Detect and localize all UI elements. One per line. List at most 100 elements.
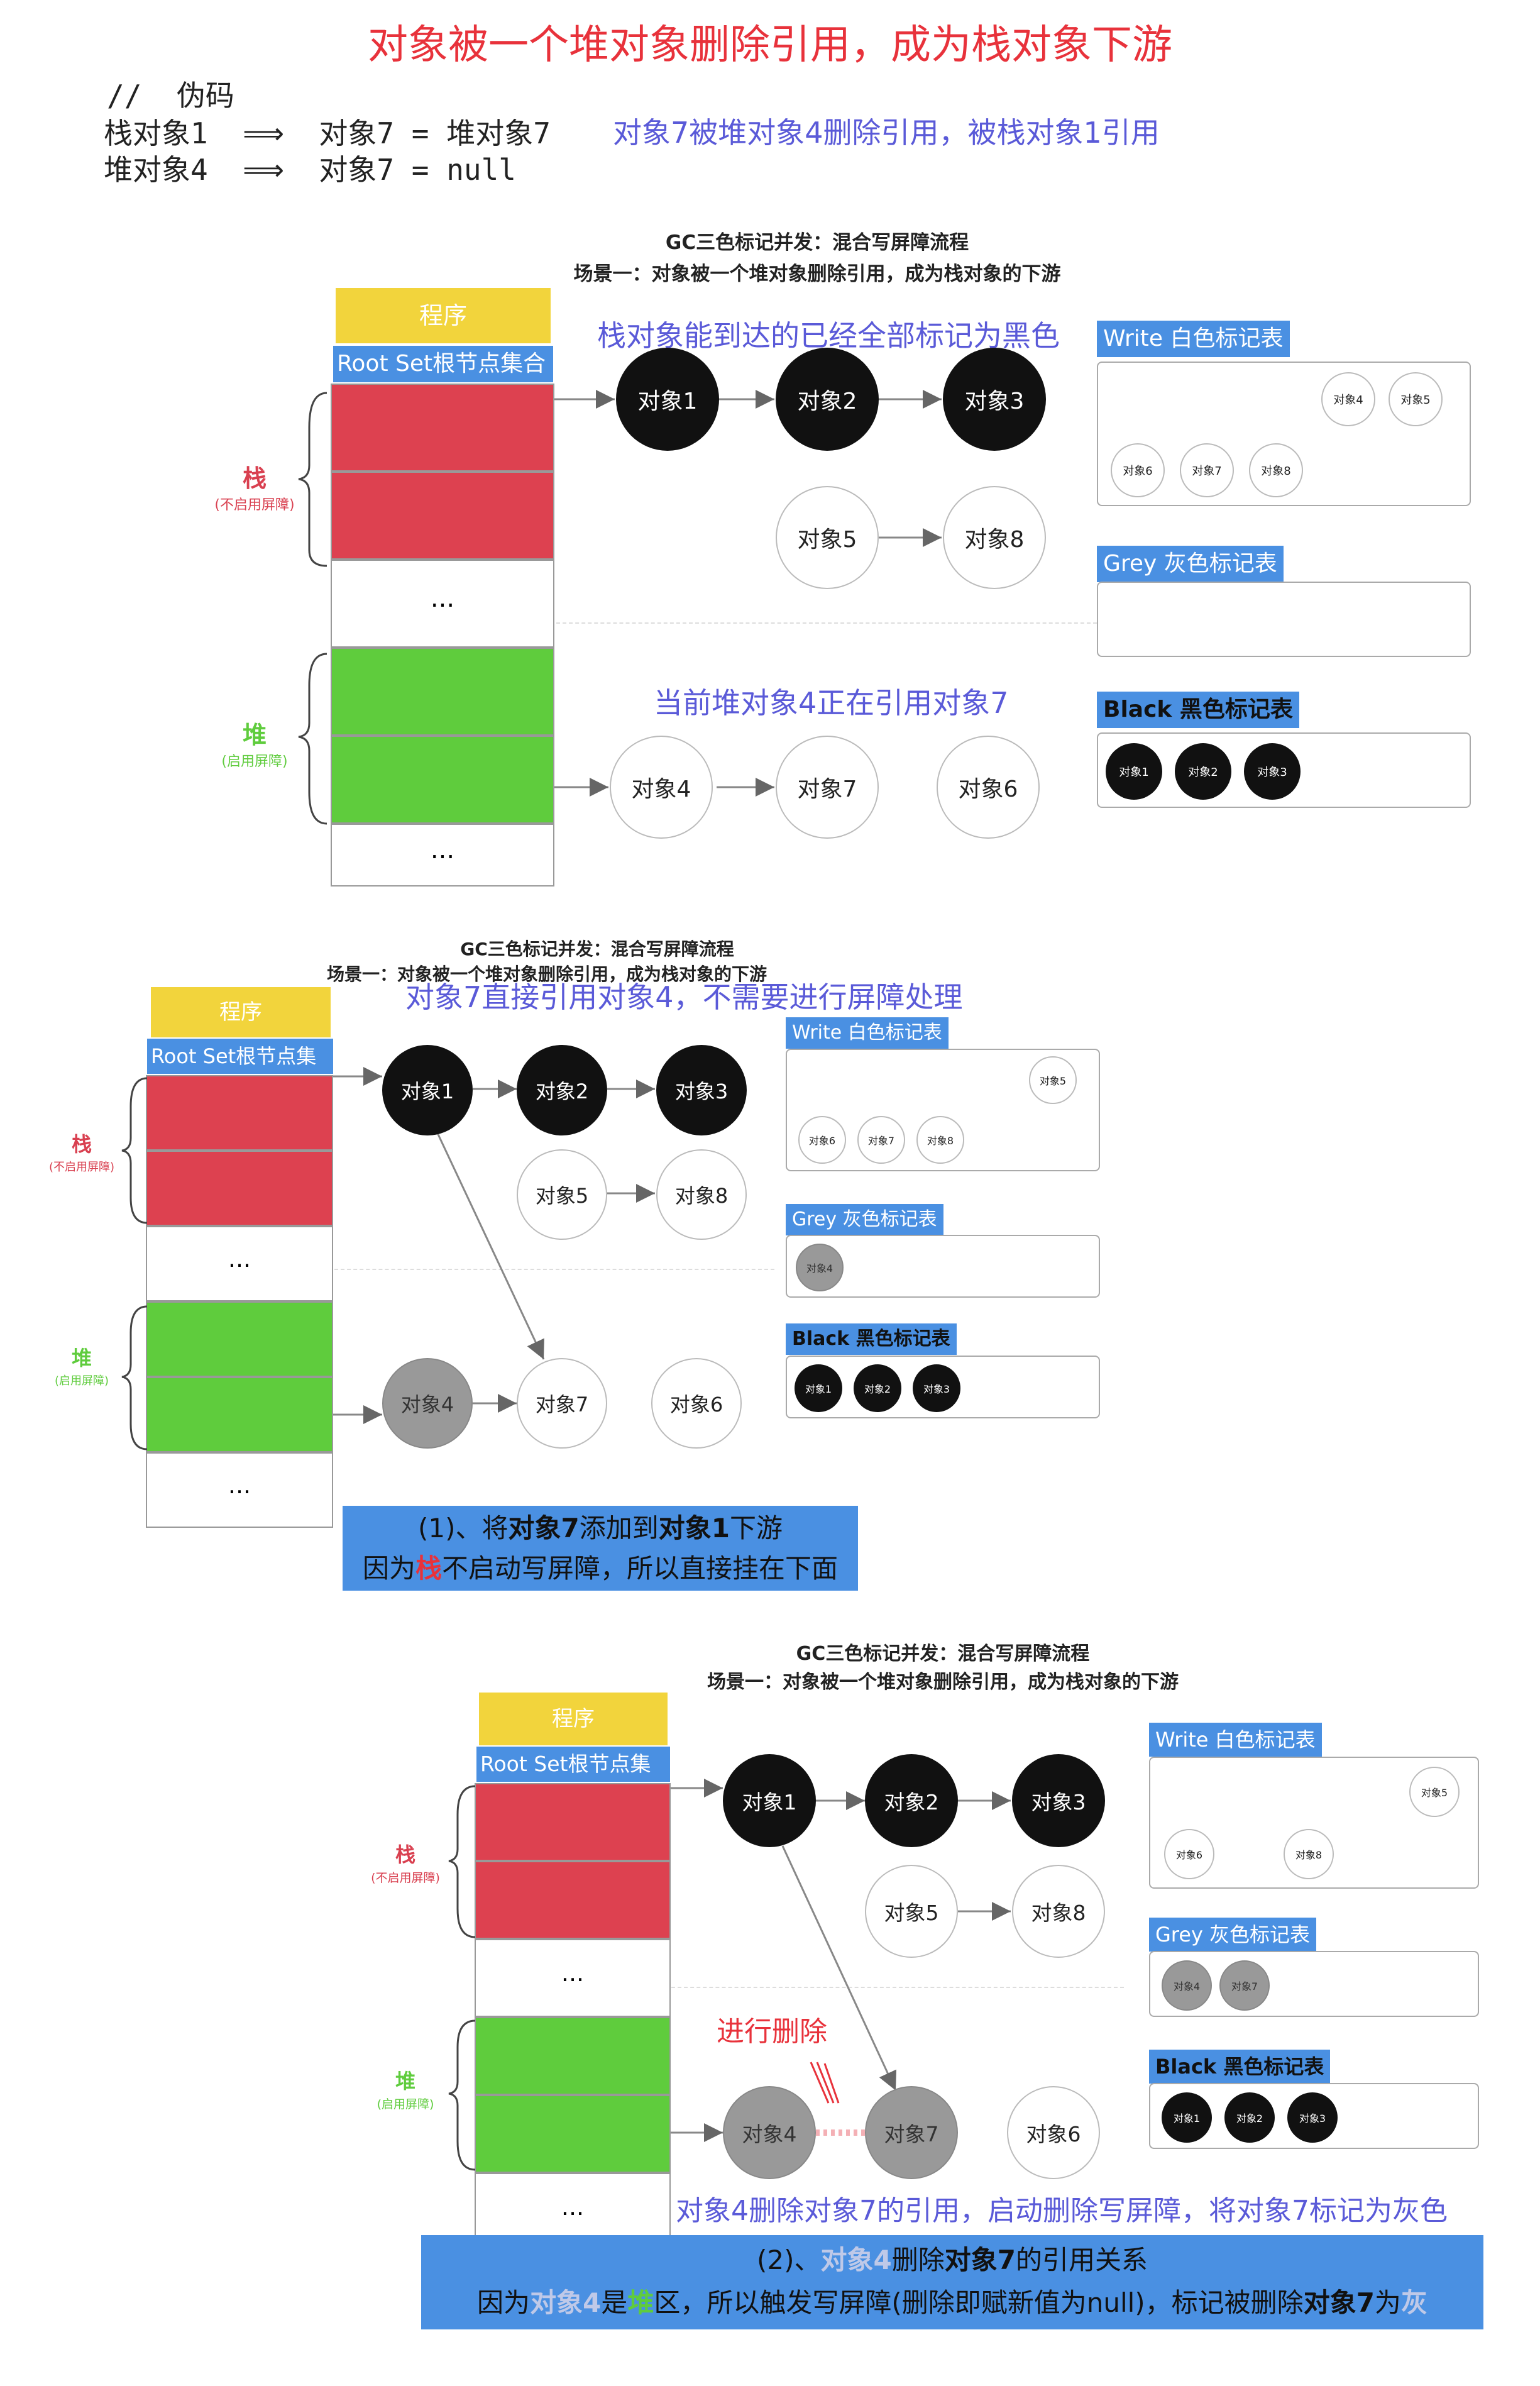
- object-7-chip: 对象7: [1180, 443, 1234, 497]
- step-2-caption: (2)、对象4删除对象7的引用关系 因为对象4是堆区，所以触发写屏障(删除即赋新…: [421, 2235, 1483, 2329]
- object-7-chip: 对象7: [857, 1116, 905, 1164]
- object-5-node: 对象5: [865, 1865, 958, 1958]
- separator-line: [556, 622, 1097, 624]
- black-table-header: Black 黑色标记表: [1149, 2050, 1331, 2084]
- panel-title: GC三色标记并发：混合写屏障流程: [796, 1643, 1090, 1665]
- object-2-node: 对象2: [517, 1045, 607, 1135]
- white-table-header: Write 白色标记表: [1149, 1723, 1322, 1757]
- object-5-node: 对象5: [517, 1149, 607, 1240]
- reference-arrows: [554, 390, 942, 797]
- pseudo-code-line-2: 堆对象4 ⟹ 对象7 = null: [104, 153, 516, 187]
- object-1-node: 对象1: [382, 1045, 473, 1135]
- object-3-chip: 对象3: [1244, 743, 1301, 800]
- panel-3: GC三色标记并发：混合写屏障流程 场景一：对象被一个堆对象删除引用，成为栈对象的…: [0, 1622, 1540, 2386]
- caption-text: 是: [601, 2287, 628, 2318]
- object-4-chip: 对象4: [796, 1244, 844, 1291]
- stack-sublabel: (不启用屏障): [48, 1161, 115, 1174]
- object-1-node: 对象1: [616, 348, 719, 451]
- object-6-chip: 对象6: [1164, 1829, 1214, 1879]
- grey-table-header: Grey 灰色标记表: [1097, 546, 1284, 582]
- heap-label: 堆: [395, 2069, 415, 2093]
- caption-text: 的引用关系: [1015, 2245, 1148, 2275]
- caption-line-2: 因为对象4是堆区，所以触发写屏障(删除即赋新值为null)，标记被删除对象7为灰: [421, 2282, 1483, 2324]
- panel-subtitle: 场景一：对象被一个堆对象删除引用，成为栈对象的下游: [573, 263, 1061, 285]
- white-table-header: Write 白色标记表: [786, 1017, 949, 1049]
- panel-1: GC三色标记并发：混合写屏障流程 场景一：对象被一个堆对象删除引用，成为栈对象的…: [0, 214, 1540, 893]
- object-4-chip: 对象4: [1162, 1960, 1212, 2011]
- pseudo-code-comment: // 伪码: [107, 79, 234, 113]
- object-7-node: 对象7: [776, 736, 879, 839]
- black-table-title: Black 黑色标记表: [792, 1328, 950, 1350]
- panel-2: GC三色标记并发：混合写屏障流程 场景一：对象被一个堆对象删除引用，成为栈对象的…: [0, 924, 1540, 1622]
- object-5-chip: 对象5: [1409, 1767, 1460, 1817]
- heap-cell: [331, 648, 554, 736]
- object-3-chip: 对象3: [1287, 2092, 1338, 2143]
- panel-title: GC三色标记并发：混合写屏障流程: [460, 939, 734, 959]
- caption-text: 因为: [477, 2287, 531, 2318]
- heap-cell: [331, 736, 554, 824]
- object-8-node: 对象8: [656, 1149, 747, 1240]
- caption-line-2: 因为栈不启动写屏障，所以直接挂在下面: [343, 1549, 858, 1589]
- grey-table-title: Grey 灰色标记表: [1103, 551, 1277, 577]
- object-6-chip: 对象6: [1111, 443, 1165, 497]
- heap-cell: [475, 2017, 671, 2095]
- caption-emphasis: 对象7: [1303, 2287, 1375, 2318]
- caption-text: 删除: [891, 2245, 945, 2275]
- object-8-chip: 对象8: [1284, 1829, 1334, 1879]
- object-2-node: 对象2: [865, 1754, 958, 1847]
- note-delete-barrier: 对象4删除对象7的引用，启动删除写屏障，将对象7标记为灰色: [676, 2195, 1448, 2227]
- black-table-title: Black 黑色标记表: [1155, 2055, 1324, 2079]
- white-table-title: Write 白色标记表: [1155, 1728, 1316, 1752]
- reference-arrows: [333, 1067, 655, 1424]
- stack-label: 栈: [242, 465, 267, 492]
- object-8-node: 对象8: [943, 486, 1046, 589]
- white-table: 对象5 对象6 对象8: [1149, 1757, 1479, 1889]
- object-3-node: 对象3: [656, 1045, 747, 1135]
- caption-emphasis: 堆: [627, 2287, 654, 2318]
- header-note: 对象7被堆对象4删除引用，被栈对象1引用: [613, 116, 1160, 150]
- caption-text: 添加到: [579, 1513, 659, 1544]
- grey-table-header: Grey 灰色标记表: [1149, 1918, 1317, 1952]
- object-6-node: 对象6: [1007, 2086, 1100, 2179]
- stack-cell: [475, 1861, 671, 1939]
- caption-emphasis: 对象4: [530, 2287, 602, 2318]
- caption-emphasis: 对象7: [508, 1513, 580, 1544]
- object-5-chip: 对象5: [1029, 1056, 1077, 1104]
- grey-table: [1097, 582, 1471, 657]
- object-1-chip: 对象1: [795, 1364, 842, 1412]
- grey-table: 对象4: [786, 1235, 1100, 1298]
- object-8-chip: 对象8: [916, 1116, 964, 1164]
- stack-cell: [146, 1075, 333, 1151]
- black-table-header: Black 黑色标记表: [1097, 692, 1299, 728]
- caption-emphasis: 对象4: [820, 2245, 892, 2275]
- black-table: 对象1 对象2 对象3: [1149, 2083, 1479, 2149]
- object-6-node: 对象6: [651, 1358, 742, 1449]
- stack-cell: [475, 1783, 671, 1861]
- black-table: 对象1 对象2 对象3: [786, 1356, 1100, 1418]
- grey-table-title: Grey 灰色标记表: [1155, 1923, 1311, 1947]
- page-title: 对象被一个堆对象删除引用，成为栈对象下游: [368, 22, 1172, 69]
- stack-label: 栈: [71, 1132, 92, 1156]
- grey-table-title: Grey 灰色标记表: [792, 1208, 937, 1230]
- object-7-chip: 对象7: [1219, 1960, 1270, 2011]
- object-7-node: 对象7: [517, 1358, 607, 1449]
- object-5-node: 对象5: [776, 486, 879, 589]
- object-2-chip: 对象2: [1224, 2092, 1275, 2143]
- object-4-node: 对象4: [610, 736, 713, 839]
- caption-text: 为: [1374, 2287, 1401, 2318]
- object-4-node: 对象4: [382, 1358, 473, 1449]
- caption-emphasis: 对象7: [944, 2245, 1016, 2275]
- note-heap4-refs-7: 当前堆对象4正在引用对象7: [654, 686, 1009, 720]
- root-set-label: Root Set根节点集合: [476, 1747, 670, 1811]
- heap-cell: [146, 1301, 333, 1377]
- caption-emphasis: 对象1: [658, 1513, 730, 1544]
- object-4-chip: 对象4: [1321, 372, 1375, 426]
- brace-lines: [298, 392, 327, 825]
- heap-sublabel: (启用屏障): [221, 754, 288, 770]
- heap-ellipsis: ...: [331, 824, 554, 886]
- caption-text: (2)、: [757, 2245, 821, 2275]
- note-direct-ref: 对象7直接引用对象4，不需要进行屏障处理: [405, 980, 963, 1014]
- heap-sublabel: (启用屏障): [377, 2097, 434, 2111]
- heap-ellipsis: ...: [146, 1452, 333, 1528]
- panel-subtitle: 场景一：对象被一个堆对象删除引用，成为栈对象的下游: [327, 964, 767, 985]
